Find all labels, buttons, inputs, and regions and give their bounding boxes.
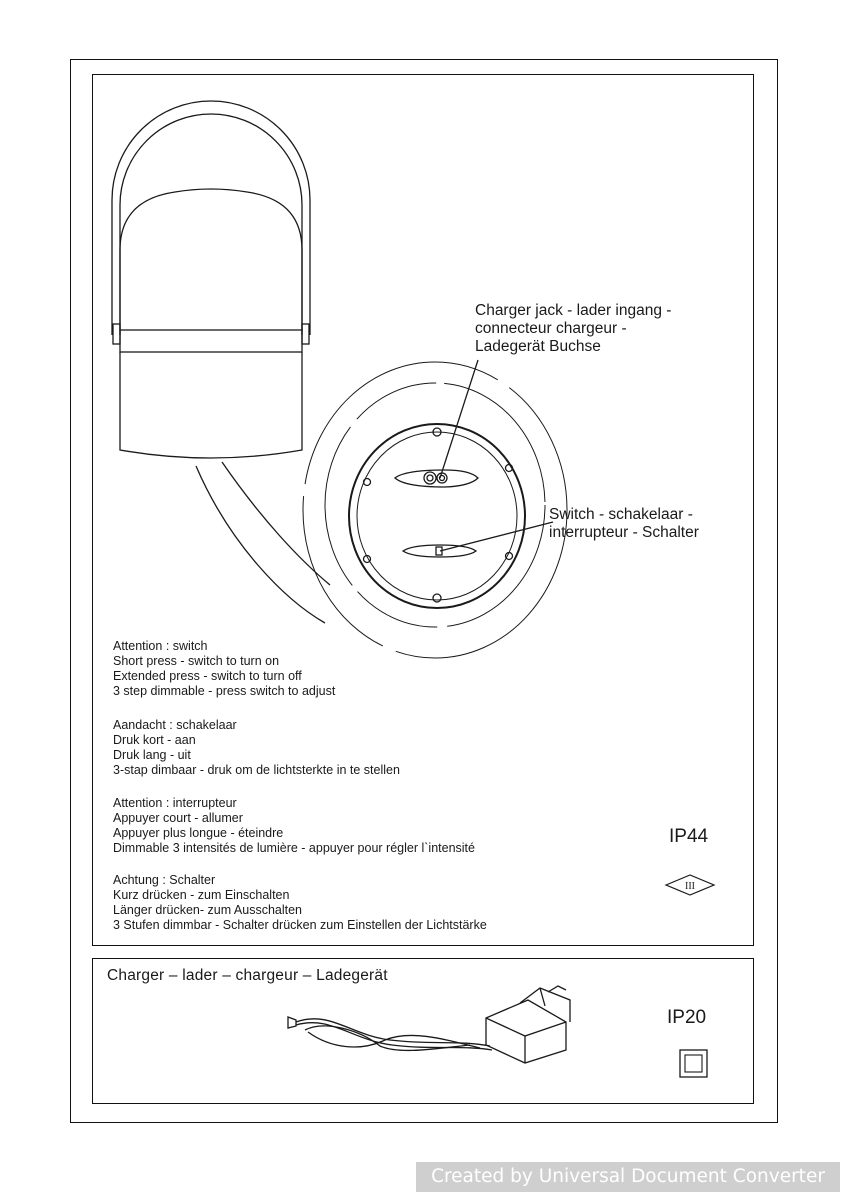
instructions-german: Achtung : Schalter Kurz drücken - zum Ei… <box>113 873 487 932</box>
lamp-section-box <box>92 74 754 946</box>
converter-watermark: Created by Universal Document Converter <box>416 1162 840 1192</box>
instructions-dutch: Aandacht : schakelaar Druk kort - aan Dr… <box>113 718 400 777</box>
lamp-ip-rating: IP44 <box>669 826 709 847</box>
lamp-band <box>112 323 310 353</box>
charger-drawing <box>287 985 571 1064</box>
class-three-label: III <box>685 881 695 892</box>
page-frame <box>70 59 778 1123</box>
class-three-symbol <box>664 874 716 896</box>
switch-drawing <box>401 544 478 558</box>
lamp-shade <box>119 188 303 330</box>
detail-callout-lines <box>195 461 331 624</box>
charger-title: Charger – lader – chargeur – Ladegerät <box>107 967 388 984</box>
charger-jack-label: Charger jack - lader ingang - connecteur… <box>475 302 672 355</box>
charger-section-box <box>92 958 754 1104</box>
underside-detail <box>302 361 568 659</box>
instructions-english: Attention : switch Short press - switch … <box>113 639 336 698</box>
class-two-symbol <box>679 1049 708 1078</box>
charger-jack-drawing <box>393 469 479 488</box>
leader-lines <box>439 359 554 552</box>
charger-ip-rating: IP20 <box>667 1007 707 1028</box>
lamp-handle <box>111 100 311 335</box>
instructions-french: Attention : interrupteur Appuyer court -… <box>113 796 475 855</box>
switch-label: Switch - schakelaar - interrupteur - Sch… <box>549 506 699 541</box>
lamp-body <box>119 352 303 459</box>
